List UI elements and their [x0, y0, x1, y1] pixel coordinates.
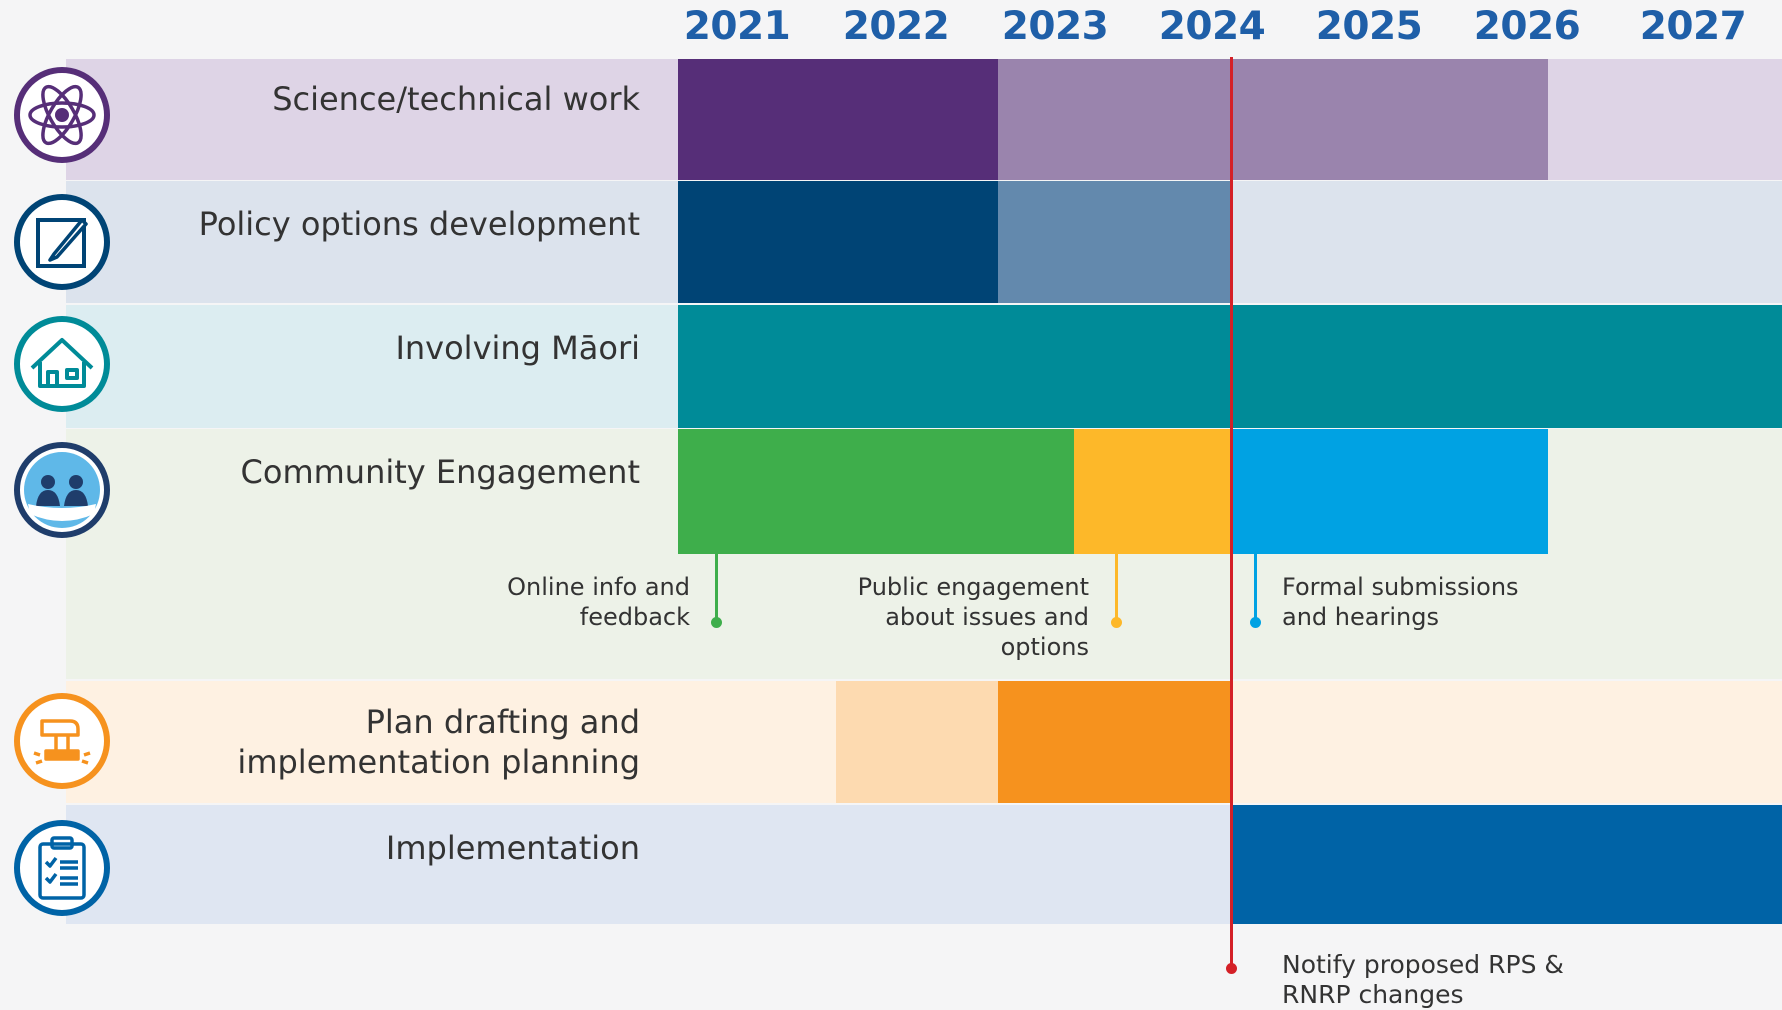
row-label-engagement: Community Engagement [240, 453, 640, 491]
year-2026: 2026 [1473, 4, 1581, 49]
row-label-maori: Involving Māori [395, 329, 640, 367]
annotation-online-info: Online info and feedback [507, 572, 690, 632]
annotation-online-line1: Online info and [507, 573, 690, 601]
annotation-formal-submissions: Formal submissions and hearings [1282, 572, 1519, 632]
public-annotation-stem [1115, 554, 1118, 622]
row-label-plan-line2: implementation planning [237, 743, 640, 781]
annotation-formal-line1: Formal submissions [1282, 573, 1519, 601]
policy-bar-2023 [998, 181, 1232, 303]
engagement-bar-public [1074, 429, 1232, 554]
science-bar-2021-2022 [678, 59, 998, 180]
atom-icon [14, 67, 110, 163]
public-annotation-dot [1111, 617, 1122, 628]
row-label-plan: Plan drafting and implementation plannin… [237, 702, 640, 782]
year-2021: 2021 [683, 4, 791, 49]
row-label-policy: Policy options development [198, 205, 640, 243]
year-2023: 2023 [1001, 4, 1109, 49]
engagement-bar-online [678, 429, 1074, 554]
online-annotation-dot [711, 617, 722, 628]
year-2024: 2024 [1158, 4, 1266, 49]
year-2027: 2027 [1639, 4, 1747, 49]
formal-annotation-dot [1250, 617, 1261, 628]
current-date-marker-line [1230, 57, 1233, 971]
implementation-bar-2024-2027 [1232, 805, 1782, 924]
annotation-public-engagement: Public engagement about issues and optio… [858, 572, 1089, 662]
stamp-icon [14, 693, 110, 789]
annotation-public-line2: about issues and [885, 603, 1089, 631]
plan-bar-2022 [836, 681, 998, 803]
marae-house-icon [14, 316, 110, 412]
science-bar-2023-2025 [998, 59, 1548, 180]
engagement-bar-formal [1232, 429, 1548, 554]
annotation-public-line3: options [1000, 633, 1089, 661]
plan-bar-2023 [998, 681, 1232, 803]
annotation-public-line1: Public engagement [857, 573, 1089, 601]
annotation-notify-rps: Notify proposed RPS & RNRP changes [1282, 950, 1564, 1010]
current-date-marker-dot [1226, 963, 1237, 974]
clipboard-checklist-icon [14, 820, 110, 916]
annotation-formal-line2: and hearings [1282, 603, 1439, 631]
annotation-notify-line1: Notify proposed RPS & [1282, 950, 1564, 979]
row-label-implementation: Implementation [385, 829, 640, 867]
pencil-edit-icon [14, 194, 110, 290]
formal-annotation-stem [1254, 554, 1257, 622]
annotation-online-line2: feedback [579, 603, 690, 631]
row-label-science: Science/technical work [272, 80, 640, 118]
row-label-plan-line1: Plan drafting and [365, 703, 640, 741]
policy-bar-2021-2022 [678, 181, 998, 303]
people-meeting-icon [14, 442, 110, 538]
year-2022: 2022 [842, 4, 950, 49]
annotation-notify-line2: RNRP changes [1282, 980, 1464, 1009]
online-annotation-stem [715, 554, 718, 622]
year-2025: 2025 [1315, 4, 1423, 49]
